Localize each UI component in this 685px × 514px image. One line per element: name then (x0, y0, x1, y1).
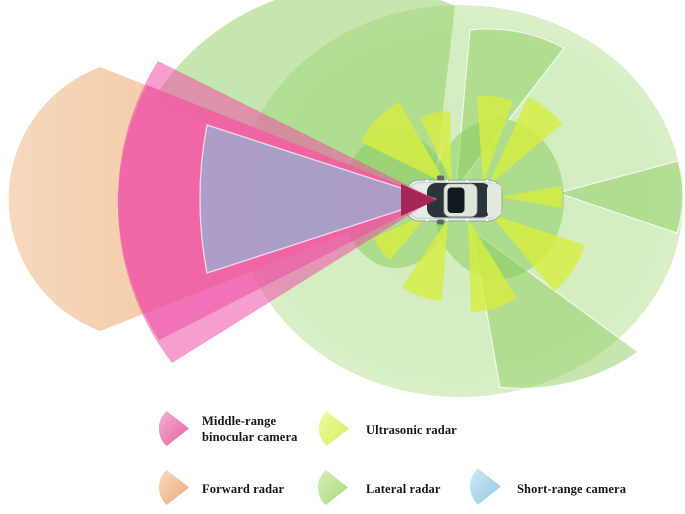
car-sunroof (447, 187, 465, 213)
ultrasonic-wedge-down (468, 219, 517, 312)
ultrasonic-radar-wedges (361, 95, 585, 312)
ultrasonic-wedge-up (420, 111, 452, 183)
ultrasonic-wedge-down-left (374, 212, 430, 260)
ultrasonic-wedge-up-right (488, 97, 562, 186)
ego-vehicle-car (405, 175, 503, 225)
lateral-radar-wedge-rear (555, 160, 684, 234)
legend-label-line2: binocular camera (202, 430, 298, 444)
car-rear-deck (487, 183, 502, 217)
ultrasonic-wedge-right (500, 186, 562, 208)
car-sensor-dots (425, 179, 489, 222)
forward-radar-swatch-icon (158, 470, 190, 505)
legend-label-line1: Middle-range (202, 414, 277, 428)
short-range-camera-zone (199, 124, 438, 274)
ultrasonic-wedge-down-2 (402, 219, 448, 301)
legend-label-middle-range-binocular-camera: Middle-range binocular camera (202, 413, 297, 445)
legend-label-forward-radar: Forward radar (202, 482, 285, 496)
ultrasonic-wedge-down-right (490, 214, 585, 291)
legend-label-short-range-camera: Short-range camera (517, 482, 627, 496)
ultrasonic-radar-swatch-icon (318, 411, 350, 446)
sensor-coverage-diagram (8, 0, 684, 397)
ultrasonic-wedge-up-rear (477, 95, 513, 184)
legend-label-ultrasonic-radar: Ultrasonic radar (366, 423, 457, 437)
middle-range-binocular-camera-swatch-icon (158, 411, 190, 446)
sensor-apex-overlap-cone (401, 184, 437, 216)
car-mirror-top (437, 175, 444, 181)
car-mirror-bottom (437, 219, 444, 225)
legend-label-lateral-radar: Lateral radar (366, 482, 441, 496)
ultrasonic-wedge-up-left (361, 102, 446, 184)
lateral-radar-swatch-icon (317, 470, 349, 505)
short-range-camera-swatch-icon (469, 468, 501, 505)
